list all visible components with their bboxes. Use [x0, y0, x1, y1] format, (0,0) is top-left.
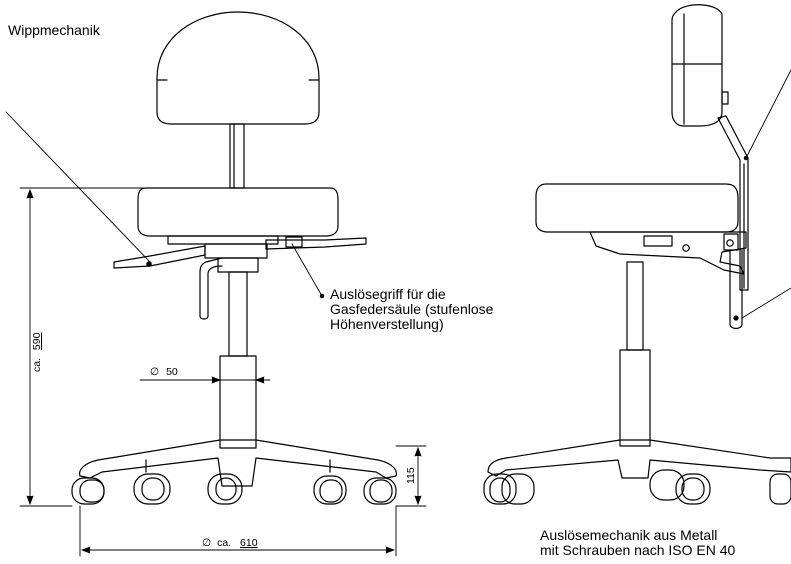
front-base-star	[79, 439, 397, 487]
rocker-leader	[5, 111, 151, 263]
side-view-chair	[483, 4, 791, 505]
side-release-handle	[729, 249, 743, 330]
side-backrest	[671, 4, 723, 127]
svg-text:∅ ca. 610: ∅ ca. 610	[202, 537, 258, 549]
dimension-lines	[19, 187, 427, 557]
side-gas-column	[619, 349, 651, 447]
leader-lines	[5, 69, 791, 319]
side-handle-leader	[741, 287, 791, 319]
side-upper-column	[626, 261, 644, 351]
rocker-mechanism-label: Wippmechanik	[8, 22, 100, 38]
side-casters	[483, 469, 791, 505]
front-hook	[199, 257, 223, 320]
base-diameter-symbol: ∅	[202, 537, 211, 549]
dimension-texts: ca. 590 ∅ 50 115 ∅ ca. 610	[31, 332, 417, 549]
trigger-label-line-3: Höhenverstellung)	[330, 316, 444, 332]
front-backrest-post	[229, 123, 245, 189]
front-rocker-lever	[113, 245, 206, 269]
height-value: 590	[31, 332, 43, 350]
side-seat	[535, 183, 739, 233]
front-casters	[71, 473, 397, 505]
front-seat	[137, 187, 339, 237]
front-view-chair	[71, 11, 397, 505]
front-gas-column	[219, 355, 257, 449]
column-value: 50	[166, 366, 178, 378]
base-height-value: 115	[405, 467, 417, 484]
svg-text:∅ 50: ∅ 50	[150, 366, 178, 378]
front-backrest	[156, 11, 320, 125]
release-label-line-1: Auslösemechanik aus Metall	[540, 527, 718, 543]
side-back-bar	[717, 115, 749, 291]
base-diameter-prefix: ca.	[217, 537, 231, 549]
front-upper-column	[228, 271, 248, 357]
trigger-label-line-2: Gasfedersäule (stufenlose	[330, 301, 494, 317]
svg-text:ca. 590: ca. 590	[31, 332, 43, 372]
trigger-label-line-1: Auslösegriff für die	[330, 286, 446, 302]
front-trigger-lever	[265, 237, 367, 250]
trigger-leader	[291, 243, 323, 297]
side-mechanism	[589, 231, 747, 275]
front-mechanism-plate	[167, 235, 279, 245]
svg-text:115: 115	[405, 467, 417, 484]
base-diameter-value: 610	[240, 537, 258, 549]
release-label-line-2: mit Schrauben nach ISO EN 40	[540, 543, 736, 558]
column-symbol: ∅	[150, 366, 159, 378]
height-prefix: ca.	[31, 358, 43, 372]
side-base-star	[487, 439, 791, 479]
front-column-housing	[217, 257, 259, 273]
side-back-leader	[745, 69, 791, 159]
